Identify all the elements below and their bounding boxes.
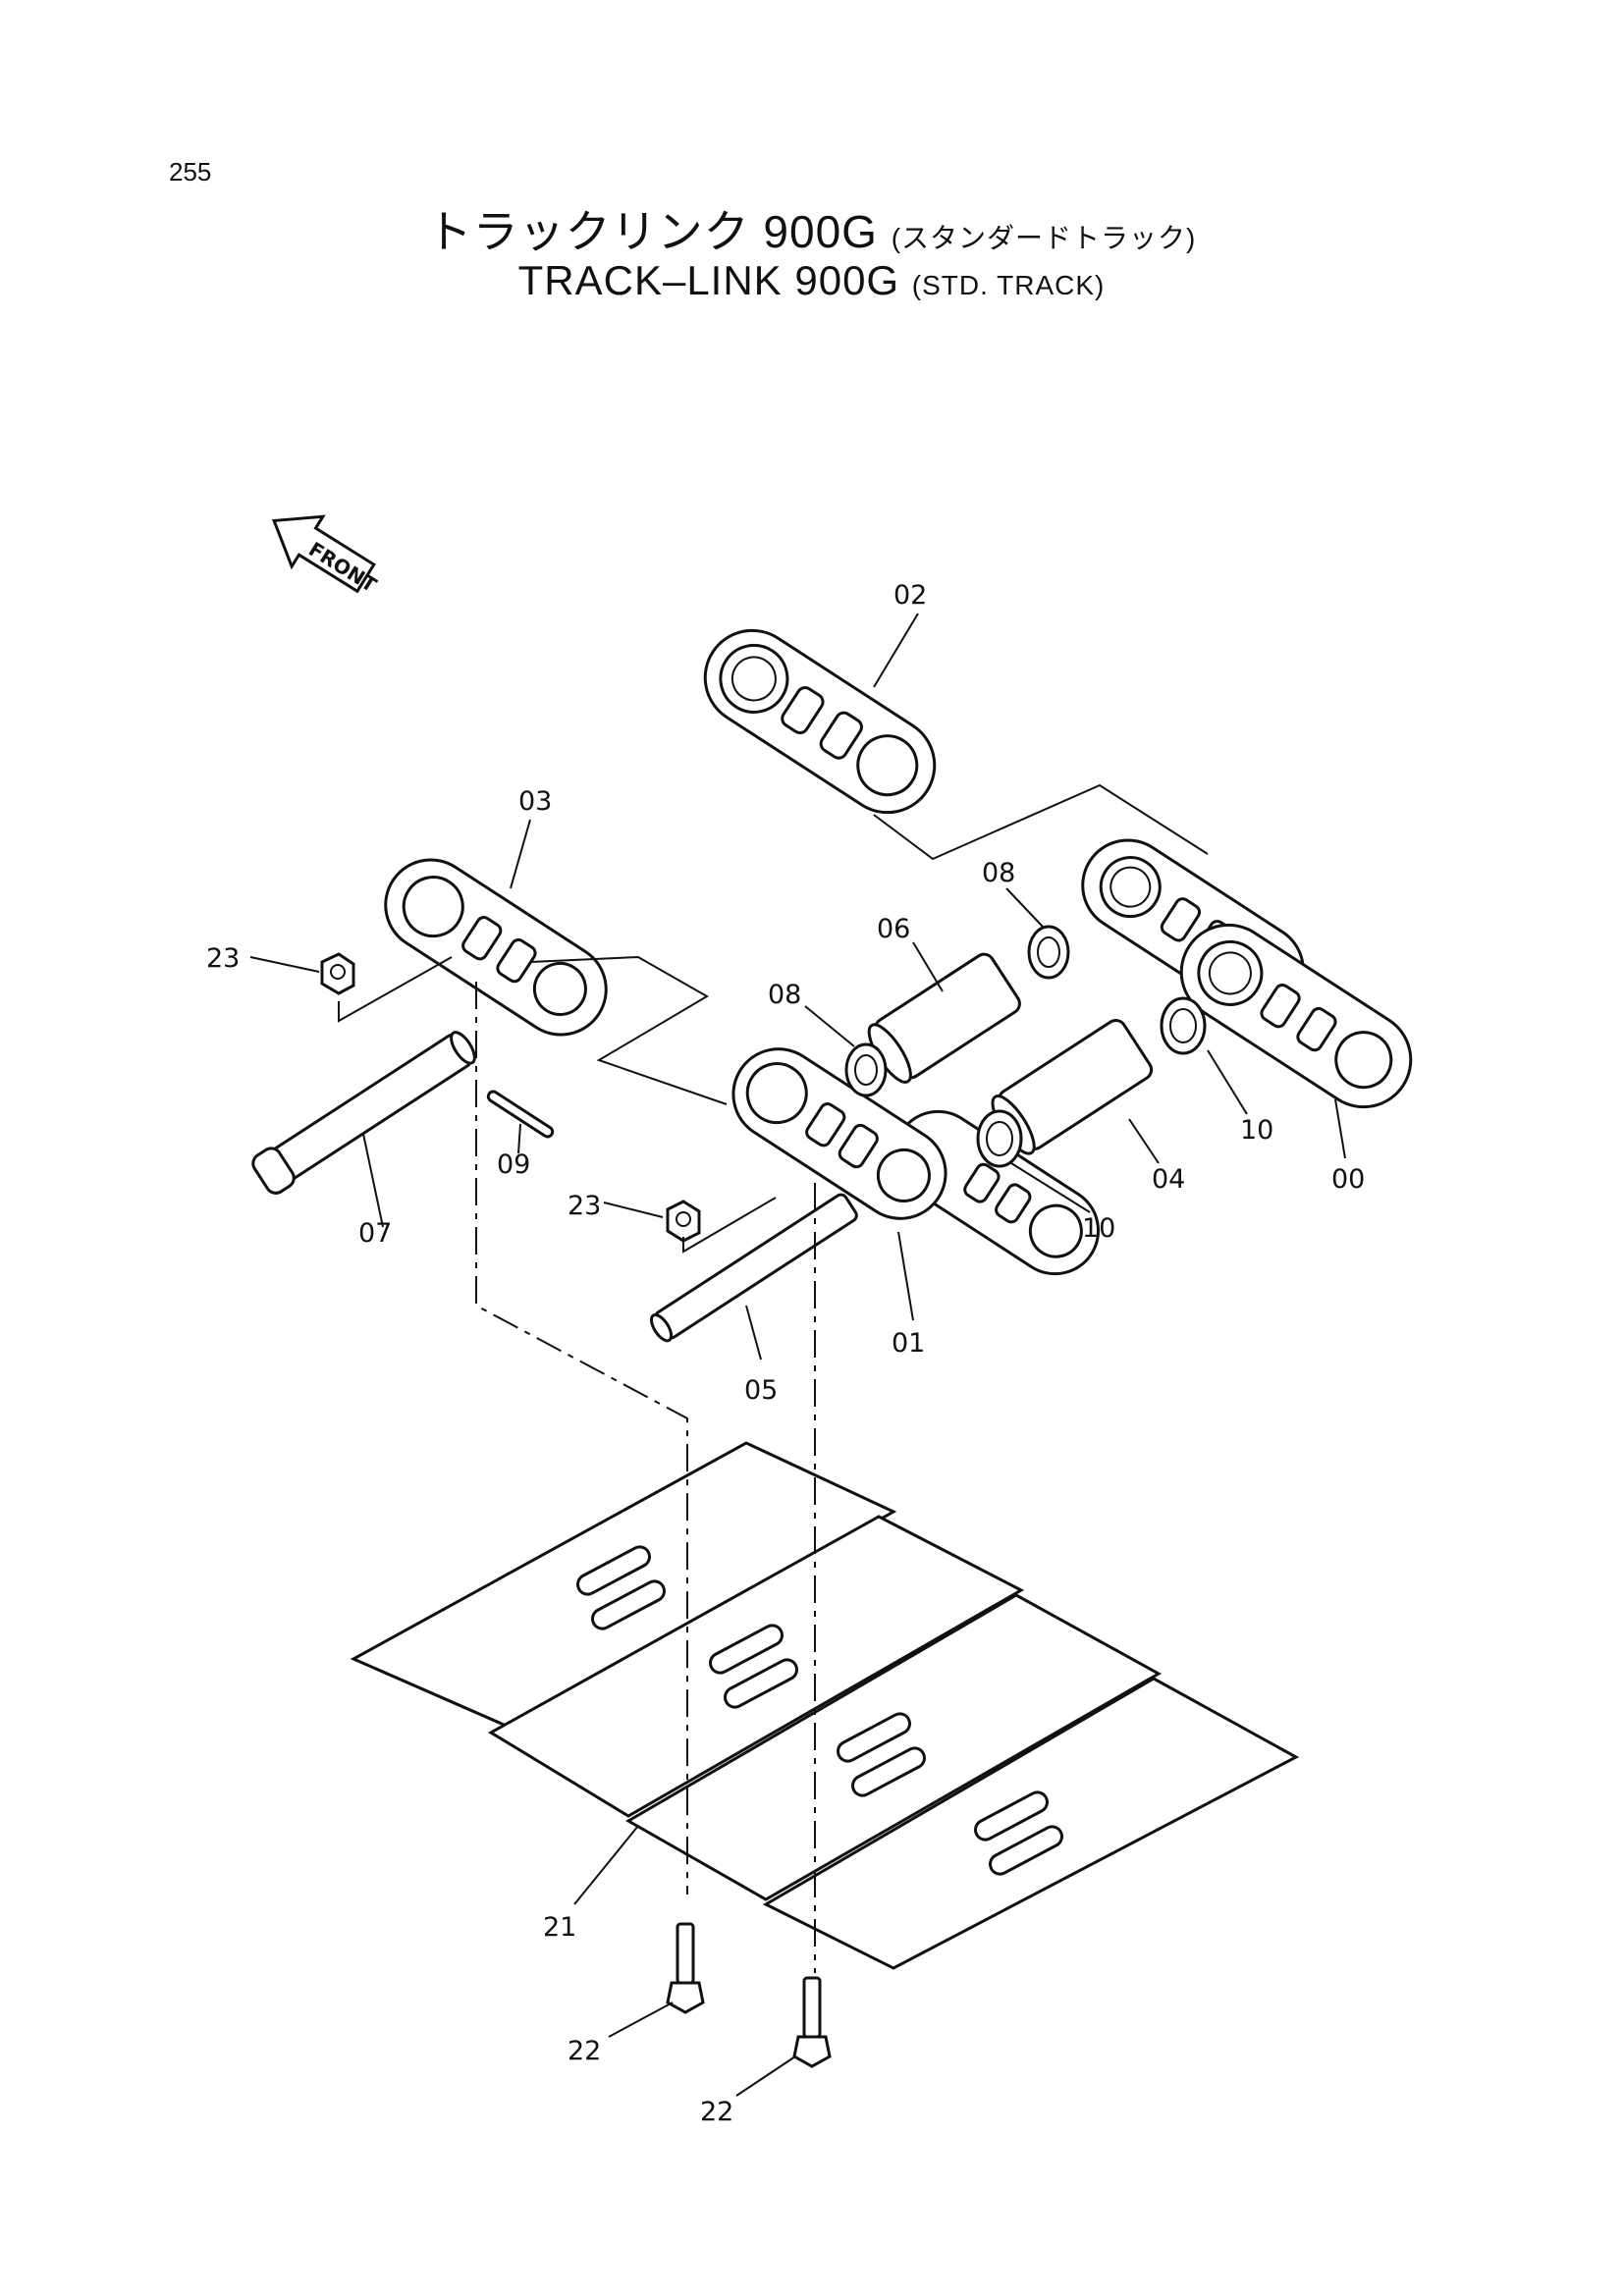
track-link-03 bbox=[384, 858, 608, 1037]
callout-03: 03 bbox=[518, 786, 552, 817]
callout-00: 00 bbox=[1331, 1164, 1365, 1195]
track-link-00 bbox=[1179, 923, 1413, 1109]
page-number: 255 bbox=[169, 157, 212, 187]
callout-23-upper: 23 bbox=[206, 943, 240, 974]
callout-21: 21 bbox=[543, 1912, 576, 1943]
callout-07: 07 bbox=[358, 1218, 392, 1249]
track-link-01-rear bbox=[893, 1109, 1101, 1276]
title-japanese: トラックリンク 900G (スタンダードトラック) bbox=[0, 196, 1623, 261]
callout-02: 02 bbox=[893, 580, 927, 611]
assembly-guide-lines bbox=[338, 783, 1209, 1973]
callout-04: 04 bbox=[1152, 1164, 1185, 1195]
title-japanese-sub: (スタンダードトラック) bbox=[891, 223, 1197, 253]
title-english: TRACK–LINK 900G (STD. TRACK) bbox=[0, 257, 1623, 304]
cotter-pin-09 bbox=[486, 1090, 555, 1139]
callout-08-upper: 08 bbox=[982, 858, 1015, 888]
seal-08-lower bbox=[844, 1042, 888, 1097]
pin-05 bbox=[649, 1193, 858, 1343]
callout-09: 09 bbox=[497, 1149, 530, 1180]
track-link-02 bbox=[703, 628, 937, 815]
callout-10-right: 10 bbox=[1240, 1115, 1273, 1146]
callout-01: 01 bbox=[892, 1328, 925, 1359]
front-arrow-icon: FRONT bbox=[271, 514, 381, 597]
title-english-sub: (STD. TRACK) bbox=[911, 270, 1106, 300]
seal-10-right bbox=[1160, 996, 1207, 1055]
seal-08-upper bbox=[1027, 925, 1070, 980]
track-link-01 bbox=[731, 1047, 947, 1220]
track-shoe-plates-21 bbox=[350, 1441, 1300, 1970]
callout-22-left: 22 bbox=[568, 2036, 601, 2066]
callout-06: 06 bbox=[877, 914, 910, 944]
callout-05: 05 bbox=[744, 1375, 778, 1406]
callout-23-lower: 23 bbox=[568, 1191, 601, 1221]
leader-lines bbox=[249, 613, 1346, 2097]
callout-10-center: 10 bbox=[1082, 1213, 1115, 1244]
bolt-22-right bbox=[792, 1976, 832, 2068]
callout-08-lower: 08 bbox=[768, 980, 801, 1010]
nut-23-lower bbox=[666, 1200, 701, 1243]
seal-10-center bbox=[976, 1109, 1023, 1168]
callout-labels: 02 03 23 08 06 08 07 09 23 10 04 10 00 0… bbox=[206, 580, 1365, 2127]
bolt-22-left bbox=[666, 1922, 705, 2014]
nut-23-upper bbox=[320, 952, 355, 995]
callout-22-right: 22 bbox=[700, 2097, 733, 2127]
master-pin-07 bbox=[251, 1031, 476, 1195]
title-english-main: TRACK–LINK 900G bbox=[517, 257, 900, 303]
title-japanese-main: トラックリンク 900G bbox=[426, 206, 878, 257]
